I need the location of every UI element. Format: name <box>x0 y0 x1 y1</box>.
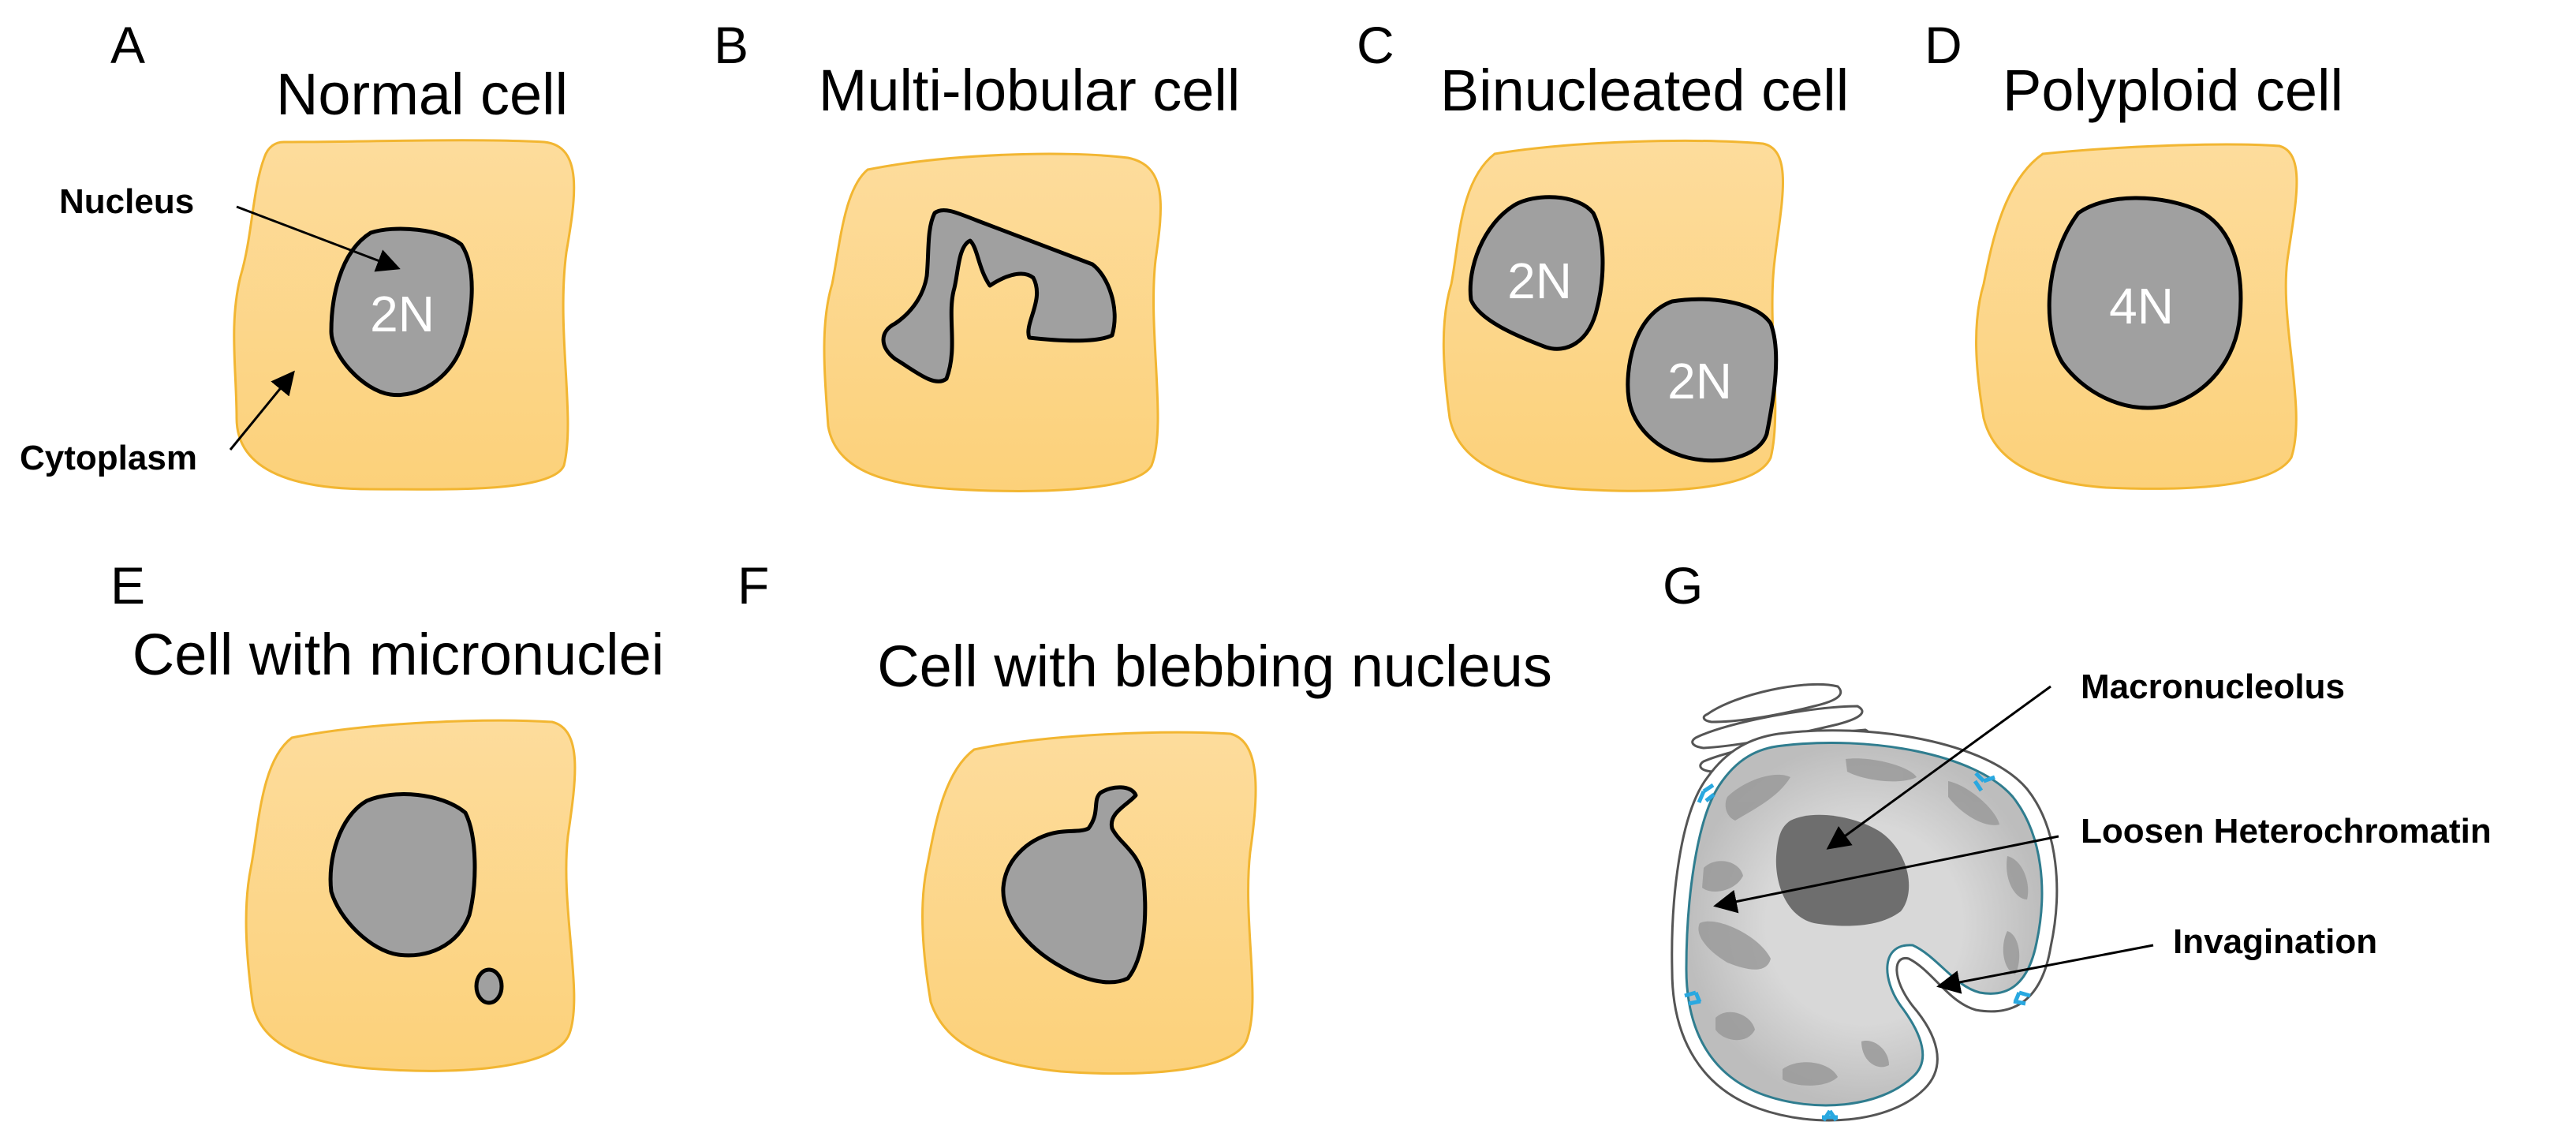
panel-g: G <box>1663 556 2492 1122</box>
panel-a: A Normal cell 2N Nucleus Cytoplasm <box>20 16 576 491</box>
panel-c: C Binucleated cell 2N 2N <box>1357 16 1849 492</box>
panel-e-title: Cell with micronuclei <box>133 622 664 687</box>
invagination-callout: Invagination <box>2173 922 2377 961</box>
panel-d-title: Polyploid cell <box>2003 58 2343 123</box>
cytoplasm-callout-arrow <box>229 370 295 451</box>
nuclear-pore-icon <box>1684 772 2031 1122</box>
micronucleus <box>474 967 504 1005</box>
blebbing-cell-nucleus <box>1001 785 1148 985</box>
macronucleolus-callout-arrow <box>1826 685 2051 850</box>
macronucleolus-callout: Macronucleolus <box>2081 667 2345 706</box>
panel-e: E Cell with micronuclei <box>110 556 664 1072</box>
panel-f-letter: F <box>737 556 769 615</box>
panel-e-letter: E <box>110 556 145 615</box>
panel-a-letter: A <box>110 16 145 74</box>
panel-c-title: Binucleated cell <box>1440 58 1849 123</box>
nucleus-callout: Nucleus <box>59 182 194 221</box>
binucleated-bottom-ploidy-label: 2N <box>1667 353 1732 409</box>
cytoplasm-callout: Cytoplasm <box>20 439 197 477</box>
panel-d-letter: D <box>1925 16 1962 74</box>
panel-b-letter: B <box>714 16 749 74</box>
panel-c-letter: C <box>1357 16 1394 74</box>
binucleated-top-ploidy-label: 2N <box>1507 252 1572 309</box>
binucleated-nucleus-bottom <box>1626 297 1779 463</box>
nucleus-callout-arrow <box>236 205 401 272</box>
heterochromatin-callout: Loosen Heterochromatin <box>2081 812 2492 851</box>
normal-cell-nucleus <box>329 226 474 398</box>
polyploid-ploidy-label: 4N <box>2109 278 2174 335</box>
panel-b-title: Multi-lobular cell <box>819 58 1241 123</box>
panel-a-title: Normal cell <box>276 62 568 127</box>
panel-f: F Cell with blebbing nucleus <box>737 556 1552 1075</box>
polyploid-cell-nucleus <box>2047 196 2243 410</box>
heterochromatin-callout-arrow <box>1713 835 2059 914</box>
panel-d: D Polyploid cell 4N <box>1925 16 2343 490</box>
nuclear-envelope <box>1671 729 2059 1122</box>
macronucleolus <box>1775 814 1910 926</box>
multilobular-cell-cytoplasm <box>823 152 1163 492</box>
panel-b: B Multi-lobular cell <box>714 16 1241 492</box>
multilobular-cell-nucleus <box>881 208 1117 383</box>
heterochromatin <box>1698 758 2029 1086</box>
binucleated-nucleus-top <box>1468 195 1605 351</box>
panel-g-letter: G <box>1663 556 1703 615</box>
normal-cell-ploidy-label: 2N <box>370 286 435 342</box>
panel-f-title: Cell with blebbing nucleus <box>877 634 1552 699</box>
micronuclei-cell-nucleus <box>328 792 477 958</box>
invagination-callout-arrow <box>1936 944 2154 994</box>
